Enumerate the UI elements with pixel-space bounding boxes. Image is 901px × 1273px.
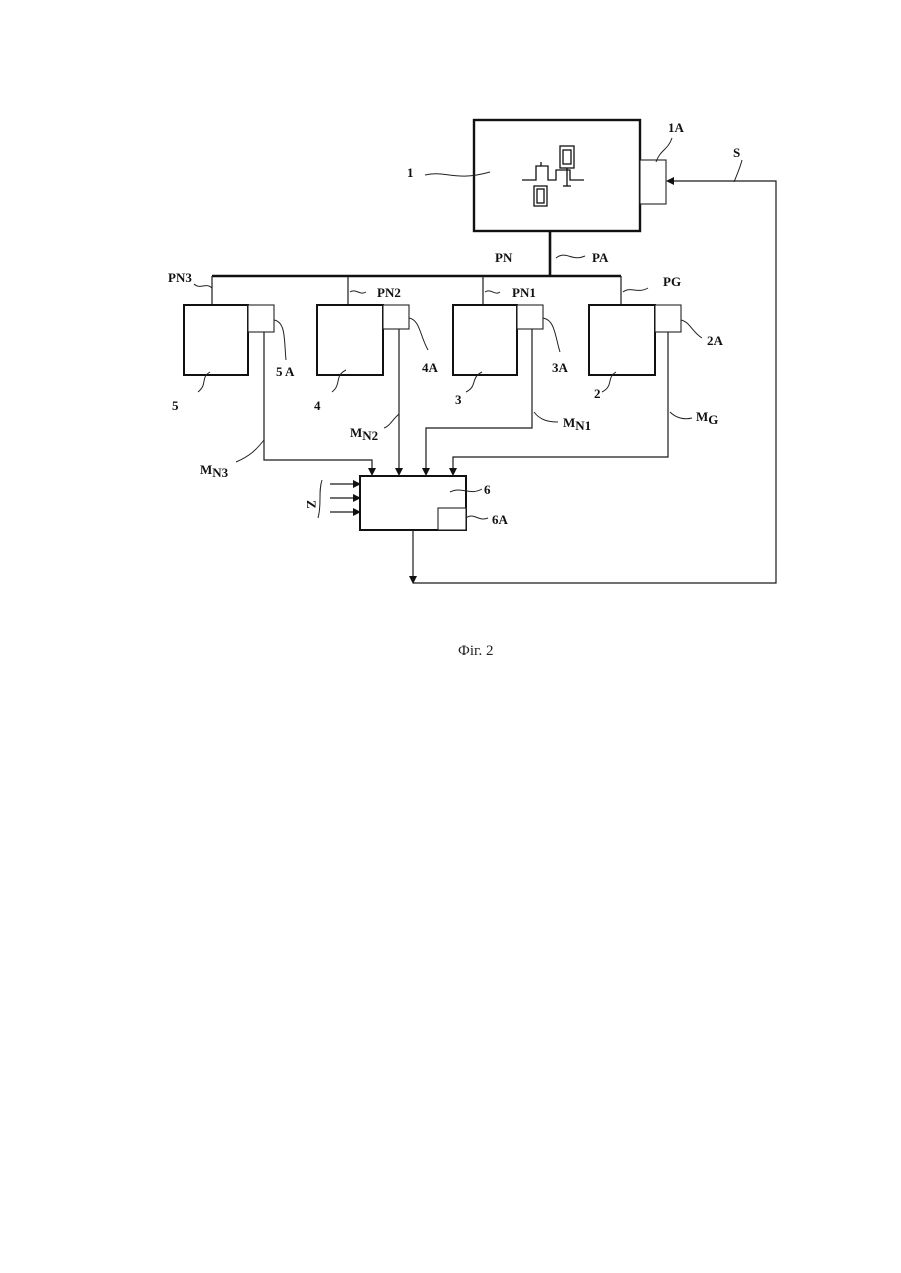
block-6: 6 6A [360, 476, 509, 584]
block-4a-label: 4A [422, 360, 439, 375]
block-4: 4A 4 [314, 305, 439, 413]
mn2-label: MN2 [350, 425, 378, 443]
pg-label: PG [663, 274, 681, 289]
block-3-label: 3 [455, 392, 462, 407]
pn1-label: PN1 [512, 285, 536, 300]
mg-label: MG [696, 409, 718, 427]
block-5-label: 5 [172, 398, 179, 413]
block-1-label: 1 [407, 165, 414, 180]
pn3-label: PN3 [168, 270, 192, 285]
pa-label: PA [592, 250, 609, 265]
z-inputs: Z [304, 480, 361, 518]
mn1-label: MN1 [563, 415, 591, 433]
block-4-label: 4 [314, 398, 321, 413]
z-label: Z [304, 500, 319, 509]
block-5: 5 A 5 [172, 305, 295, 413]
main-bus: PN PA [212, 231, 621, 276]
block-3: 3A 3 [453, 305, 569, 407]
block-6-label: 6 [484, 482, 491, 497]
signal-s-label: S [733, 145, 740, 160]
block-6a-label: 6A [492, 512, 509, 527]
block-5a-label: 5 A [276, 364, 295, 379]
block-3a-label: 3A [552, 360, 569, 375]
block-2a-label: 2A [707, 333, 724, 348]
pn2-label: PN2 [377, 285, 401, 300]
block-2: 2A 2 [589, 305, 724, 401]
figure-caption: Фіг. 2 [458, 643, 493, 659]
measurement-labels: MN3 MN2 MN1 MG [200, 409, 718, 480]
block-1: 1 [407, 120, 640, 231]
block-1a: 1A [640, 120, 685, 204]
block-1a-label: 1A [668, 120, 685, 135]
pn-label: PN [495, 250, 513, 265]
block-2-label: 2 [594, 386, 601, 401]
mn3-label: MN3 [200, 462, 229, 480]
